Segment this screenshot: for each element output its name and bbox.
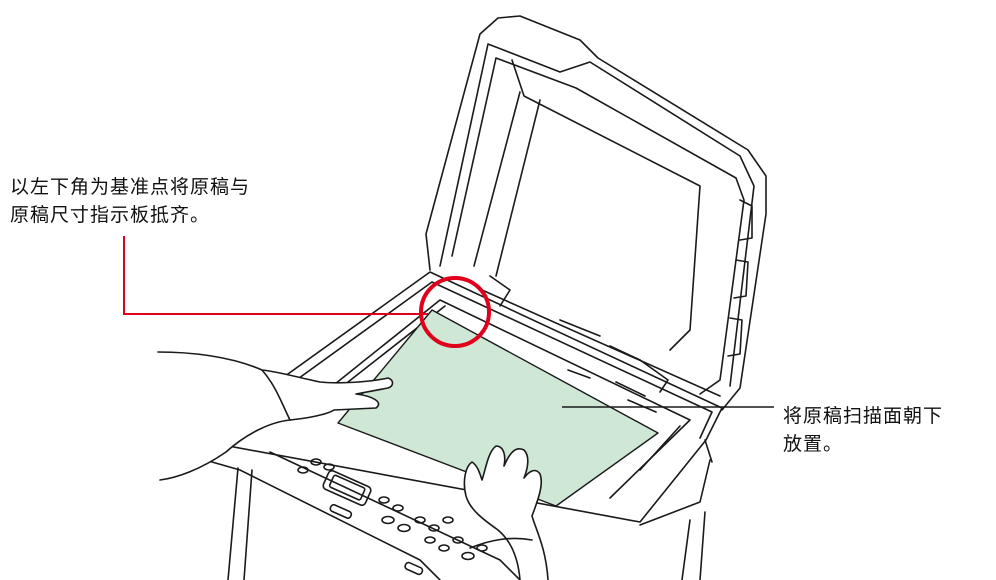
right-hand <box>463 445 549 580</box>
callout-align-corner: 以左下角为基准点将原稿与 原稿尺寸指示板抵齐。 <box>10 173 250 229</box>
callout-face-down-line2: 放置。 <box>783 433 844 455</box>
callout-face-down: 将原稿扫描面朝下 放置。 <box>783 402 943 458</box>
control-panel <box>269 451 521 580</box>
callout-align-corner-line1: 以左下角为基准点将原稿与 <box>10 176 251 198</box>
left-hand <box>157 351 394 481</box>
leader-line-left <box>123 236 428 315</box>
left-cuff <box>261 369 291 421</box>
callout-align-corner-line2: 原稿尺寸指示板抵齐。 <box>10 204 211 226</box>
document-lid <box>425 15 767 411</box>
scanner-bed <box>195 271 723 523</box>
callout-face-down-line1: 将原稿扫描面朝下 <box>783 405 944 427</box>
right-cuff <box>469 537 533 549</box>
highlight-circle <box>419 276 491 348</box>
